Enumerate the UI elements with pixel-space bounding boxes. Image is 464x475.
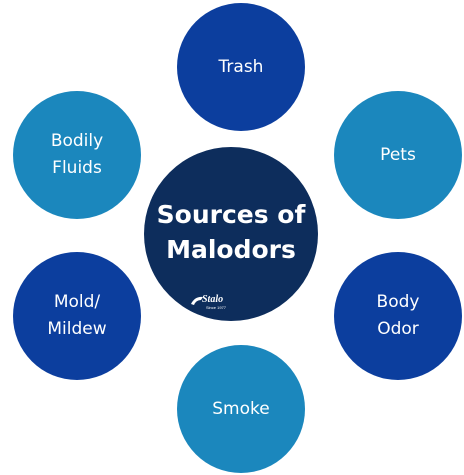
source-circle-mold-mildew: Mold/ Mildew — [13, 252, 141, 380]
logo-subtext: Since 1977 — [206, 305, 227, 310]
source-label-fluids-line1: Bodily — [50, 131, 104, 151]
source-circle-smoke: Smoke — [177, 345, 305, 473]
source-label-body-odor-line2: Odor — [377, 319, 419, 339]
source-circle-body-odor: Body Odor — [334, 252, 462, 380]
source-circle-trash: Trash — [177, 3, 305, 131]
logo-wordmark: Stalo — [202, 294, 223, 305]
source-label-mold-line2: Mildew — [47, 319, 107, 339]
source-circle-bodily-fluids: Bodily Fluids — [13, 91, 141, 219]
source-label-mold-line1: Mold/ — [53, 292, 101, 312]
source-label-trash: Trash — [218, 56, 264, 77]
center-title-line1: Sources of — [156, 200, 306, 229]
logo-swoosh-icon — [191, 296, 203, 305]
center-title-line2: Malodors — [166, 235, 296, 264]
center-circle: Sources of Malodors — [144, 147, 318, 321]
source-label-smoke: Smoke — [212, 398, 270, 419]
source-circle-pets: Pets — [334, 91, 462, 219]
source-label-fluids-line2: Fluids — [52, 158, 102, 178]
source-label-body-odor-line1: Body — [376, 292, 420, 312]
company-logo: Stalo Since 1977 — [191, 294, 227, 310]
source-label-pets: Pets — [380, 144, 416, 165]
